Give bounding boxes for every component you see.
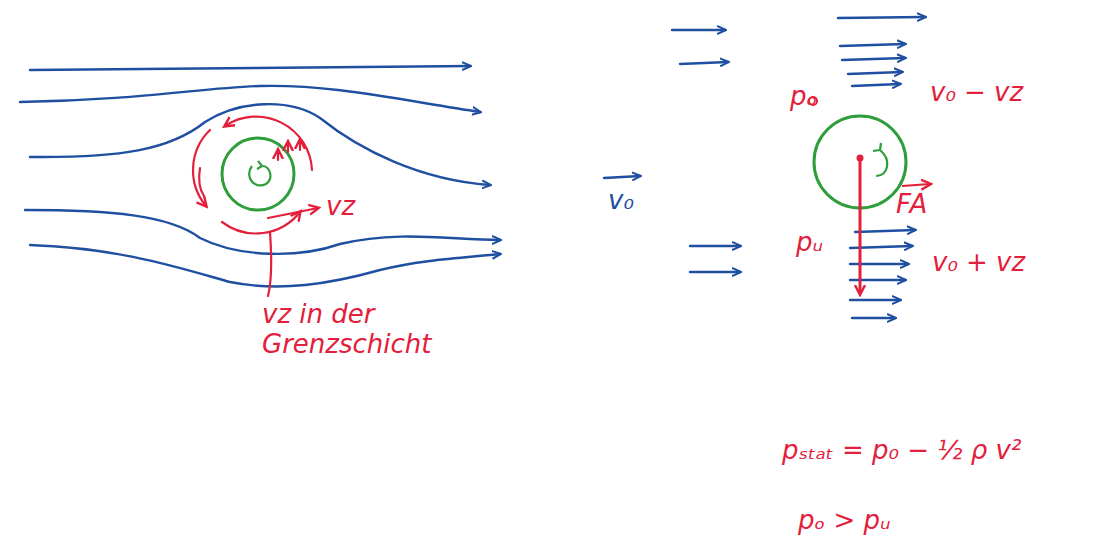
- annotation-label: vz in der Grenzschicht: [262, 300, 452, 360]
- annotation-label: v₀ − vz: [930, 78, 1023, 108]
- annotation-label: v₀ + vz: [932, 248, 1025, 278]
- annotation-label: pₛₜₐₜ = p₀ − ½ ρ v²: [782, 436, 1021, 466]
- annotation-label: pᵤ: [796, 228, 823, 258]
- annotation-label: FA: [896, 190, 927, 220]
- annotation-label: v₀: [608, 186, 634, 216]
- annotation-label: pₒ > pᵤ: [798, 506, 891, 536]
- annotation-label: pₒ: [790, 82, 817, 112]
- annotation-label: vz: [326, 192, 355, 222]
